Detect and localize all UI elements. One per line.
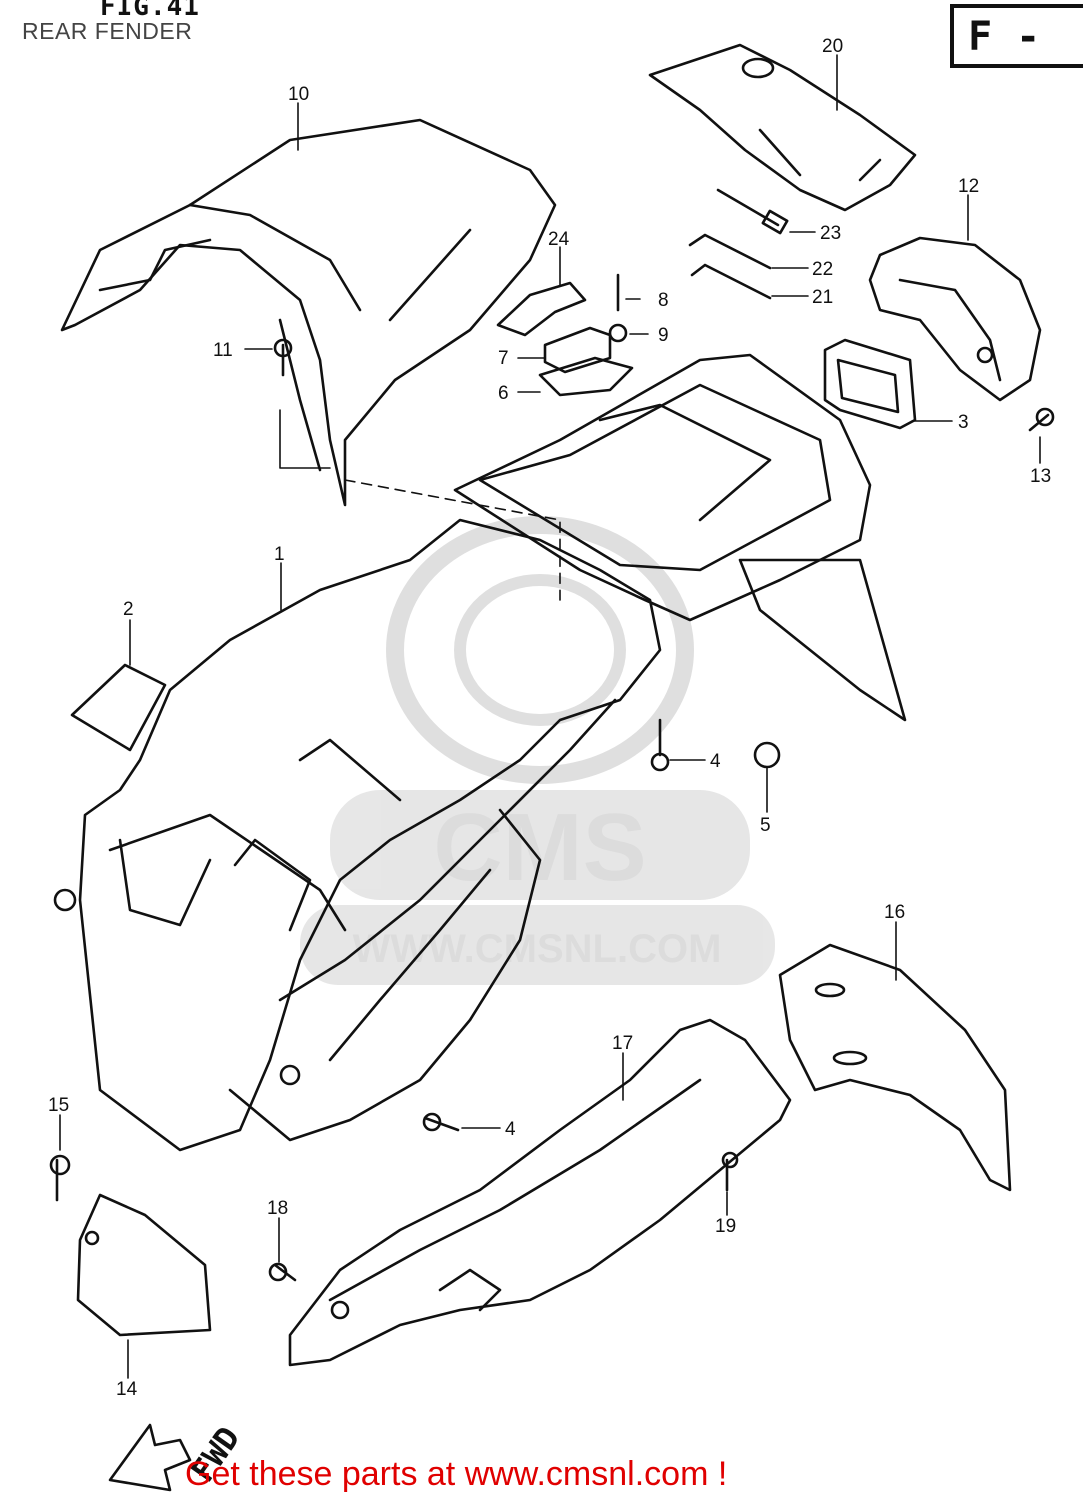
section-tag-text: F - bbox=[968, 14, 1041, 60]
callout-7: 7 bbox=[498, 348, 509, 369]
watermark-logo-text: CMS bbox=[433, 794, 646, 901]
footer-link[interactable]: Get these parts at www.cmsnl.com ! bbox=[185, 1455, 728, 1493]
bolts bbox=[49, 338, 1055, 1282]
callout-9: 9 bbox=[658, 325, 669, 346]
part-3-lens bbox=[823, 338, 917, 430]
callout-labels: 10 20 12 24 23 22 21 8 9 11 7 6 3 13 1 2… bbox=[48, 36, 1051, 1489]
watermark-badge bbox=[330, 790, 750, 900]
diagram-title: REAR FENDER bbox=[22, 18, 193, 44]
fwd-arrow-icon bbox=[108, 1423, 192, 1492]
callout-2: 2 bbox=[123, 599, 134, 620]
watermark-url-text: WWW.CMSNL.COM bbox=[353, 927, 722, 971]
callout-8: 8 bbox=[658, 290, 669, 311]
section-tag: F - bbox=[950, 4, 1083, 68]
part-5-cap bbox=[753, 741, 781, 769]
callout-19: 19 bbox=[715, 1216, 736, 1237]
callout-21: 21 bbox=[812, 287, 833, 308]
callout-1: 1 bbox=[274, 544, 285, 565]
callout-6: 6 bbox=[498, 383, 509, 404]
callout-20: 20 bbox=[822, 36, 843, 57]
part-1-rear-fender bbox=[53, 518, 662, 1152]
part-16-mudguard-flap bbox=[778, 943, 1012, 1192]
callout-15: 15 bbox=[48, 1095, 69, 1116]
part-17-inner-fender bbox=[288, 1018, 792, 1367]
parts-21-23-tools bbox=[688, 188, 789, 300]
callout-18: 18 bbox=[267, 1198, 288, 1219]
callout-17: 17 bbox=[612, 1033, 633, 1054]
callout-23: 23 bbox=[820, 223, 841, 244]
callout-4-lower: 4 bbox=[505, 1119, 516, 1140]
callout-4-upper: 4 bbox=[710, 751, 721, 772]
watermark-url-badge bbox=[300, 905, 775, 985]
callout-22: 22 bbox=[812, 259, 833, 280]
watermark: CMS WWW.CMSNL.COM bbox=[300, 516, 775, 985]
watermark-logo-inner bbox=[454, 574, 626, 726]
part-2-cover bbox=[70, 663, 167, 752]
part-10-seat-cowl bbox=[60, 118, 557, 507]
callout-5: 5 bbox=[760, 815, 771, 836]
callout-13: 13 bbox=[1030, 466, 1051, 487]
rear-frame-carrier bbox=[453, 353, 907, 722]
part-14-side-cover bbox=[76, 1193, 212, 1337]
watermark-logo-ring bbox=[386, 516, 694, 784]
callout-12: 12 bbox=[958, 176, 979, 197]
callout-11: 11 bbox=[213, 340, 233, 361]
part-12-tail-light bbox=[868, 236, 1042, 402]
callout-10: 10 bbox=[288, 84, 309, 105]
callout-24: 24 bbox=[548, 229, 570, 250]
callout-14: 14 bbox=[116, 1379, 138, 1400]
figure-number: FIG.41 bbox=[100, 0, 200, 22]
part-20-tail-plate bbox=[648, 43, 917, 212]
leader-lines bbox=[59, 54, 1041, 1379]
small-parts-6-7-8-9-24 bbox=[496, 273, 634, 397]
callout-16: 16 bbox=[884, 902, 905, 923]
callout-3: 3 bbox=[958, 412, 969, 433]
